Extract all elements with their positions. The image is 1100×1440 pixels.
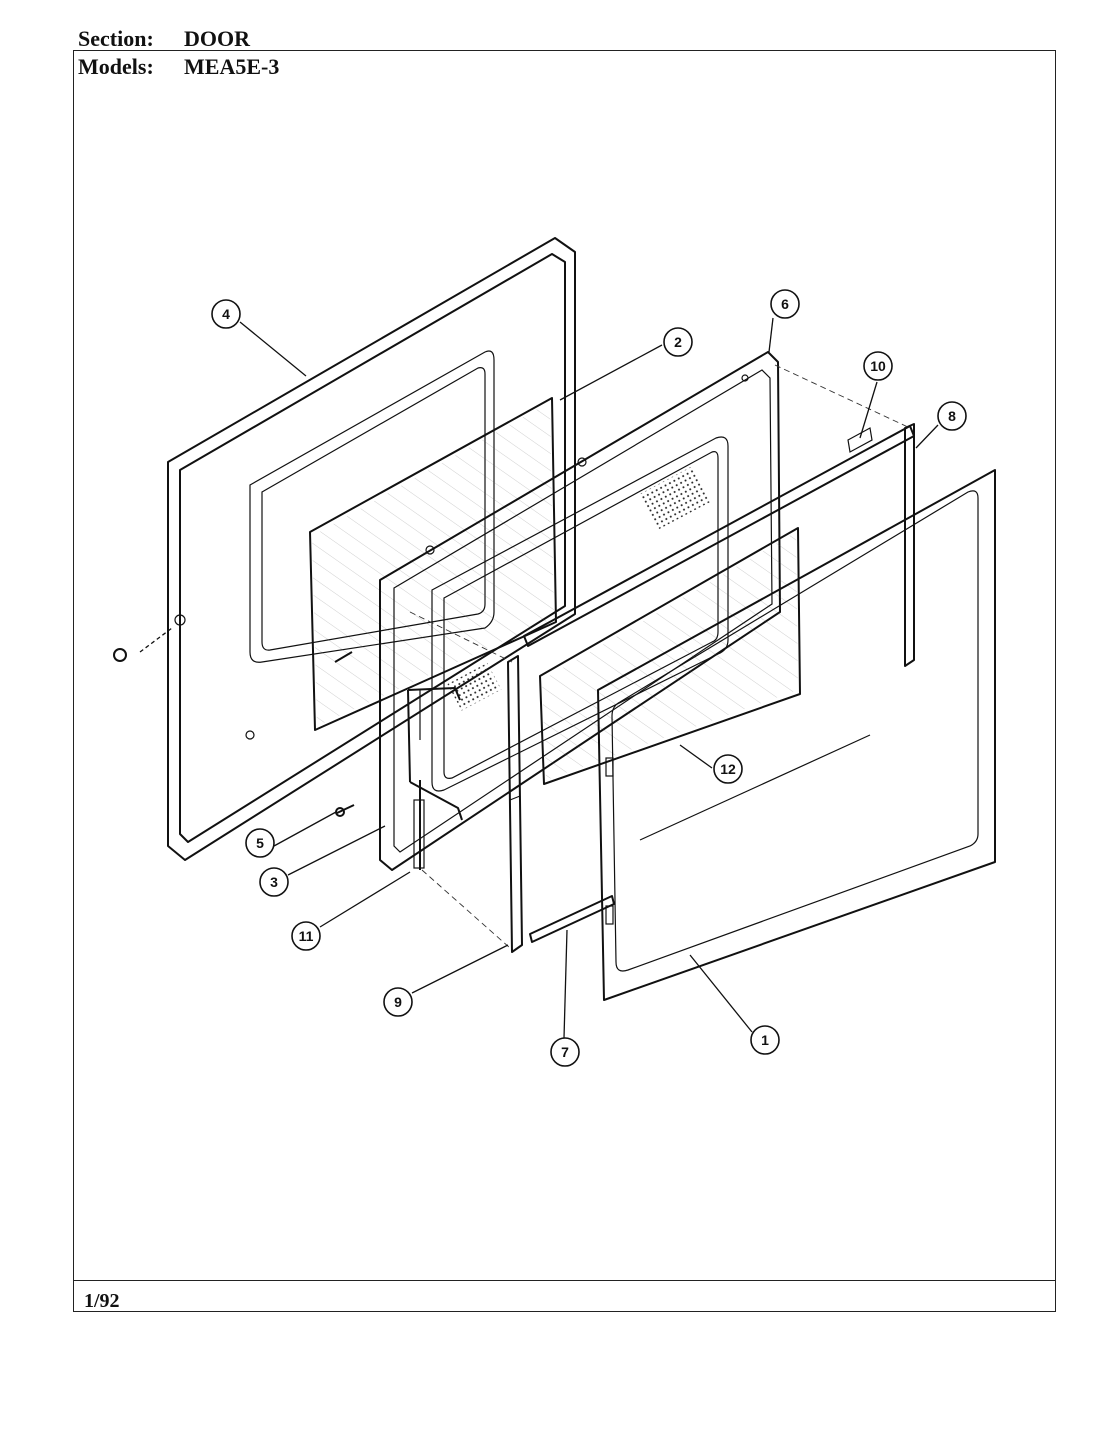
svg-text:10: 10 — [870, 358, 886, 374]
callout-7: 7 — [550, 1037, 580, 1067]
callout-1: 1 — [750, 1025, 780, 1055]
svg-text:2: 2 — [674, 334, 682, 350]
footer-date: 1/92 — [84, 1290, 120, 1312]
drawing-frame — [73, 50, 1056, 1312]
svg-text:11: 11 — [299, 928, 314, 944]
assembly-guides — [409, 364, 911, 949]
svg-text:5: 5 — [256, 835, 264, 851]
svg-text:1: 1 — [761, 1032, 769, 1048]
svg-text:9: 9 — [394, 994, 402, 1010]
part-7-bottom-channel — [529, 895, 615, 943]
svg-text:8: 8 — [948, 408, 956, 424]
leader-lines — [239, 317, 939, 1039]
models-value: MEA5E-3 — [184, 54, 280, 79]
section-label: Section: — [78, 26, 154, 51]
callout-12: 12 — [713, 754, 743, 784]
part-12-outer-glass — [539, 527, 801, 785]
callout-8: 8 — [937, 401, 967, 431]
svg-text:6: 6 — [781, 296, 789, 312]
section-value: DOOR — [184, 26, 250, 51]
part-1-front-frame — [597, 469, 996, 1001]
svg-text:3: 3 — [270, 874, 278, 890]
callout-4: 4 — [211, 299, 241, 329]
part-2-inner-glass — [309, 397, 557, 731]
footer-divider — [73, 1280, 1056, 1281]
part-8-side-frame — [904, 423, 915, 667]
svg-text:4: 4 — [222, 306, 230, 322]
models-label: Models: — [78, 54, 154, 79]
callout-6: 6 — [770, 289, 800, 319]
callout-11: 11 — [291, 921, 321, 951]
callout-2: 2 — [663, 327, 693, 357]
svg-text:7: 7 — [561, 1044, 569, 1060]
callout-9: 9 — [383, 987, 413, 1017]
callout-10: 10 — [863, 351, 893, 381]
callout-5: 5 — [245, 828, 275, 858]
svg-text:12: 12 — [720, 761, 736, 777]
part-9-side-strip — [507, 655, 523, 953]
callout-3: 3 — [259, 867, 289, 897]
